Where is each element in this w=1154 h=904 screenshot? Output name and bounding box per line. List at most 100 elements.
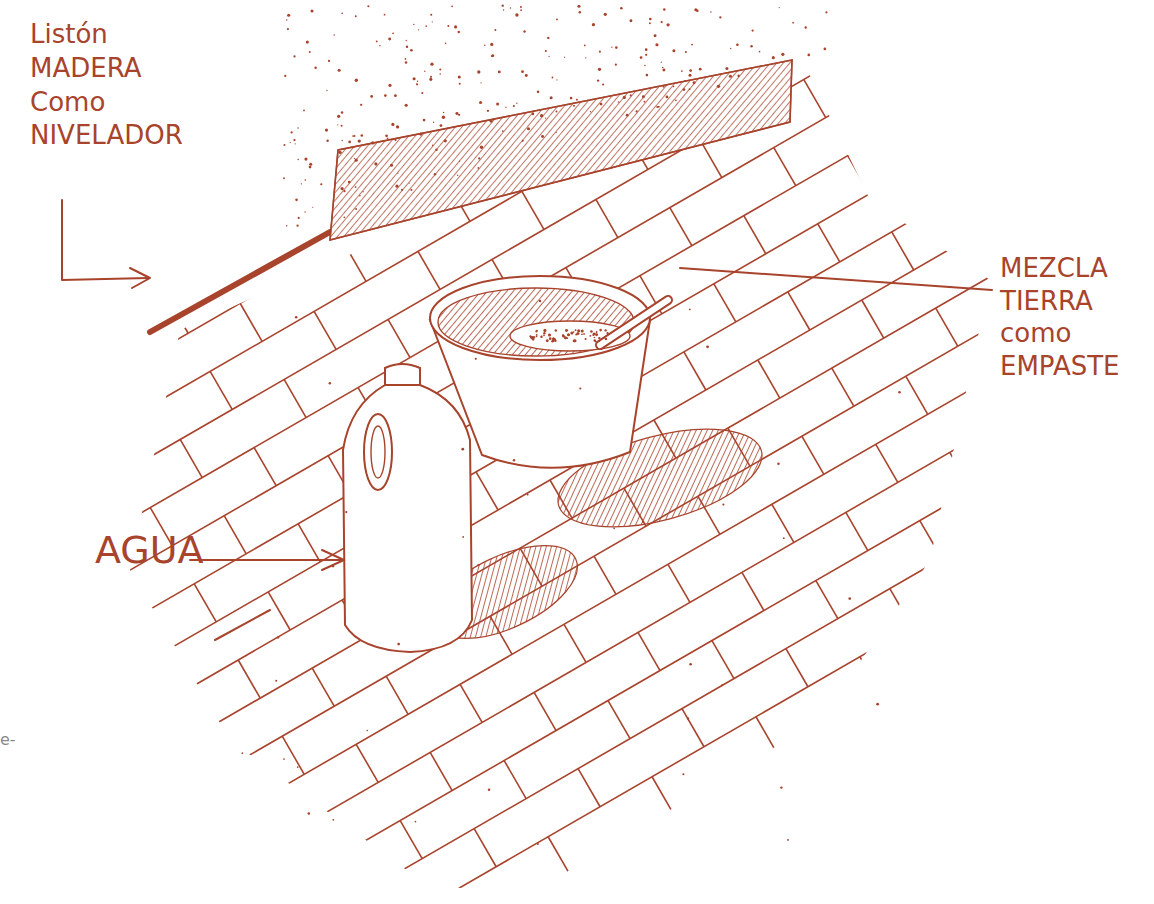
stipple-dot	[579, 387, 581, 389]
stipple-dot	[432, 145, 433, 146]
brick-joint	[256, 91, 278, 129]
stipple-dot	[699, 68, 702, 71]
brick-joint	[122, 219, 144, 257]
stipple-dot	[547, 37, 549, 39]
stipple-dot	[807, 54, 810, 57]
stipple-dot	[445, 43, 447, 45]
brick-joint	[178, 796, 200, 834]
stipple-dot	[666, 96, 669, 99]
brick-joint	[1142, 545, 1154, 583]
stipple-dot	[644, 101, 646, 103]
stipple-dot	[640, 56, 643, 59]
stipple-dot	[459, 83, 461, 85]
brick-joint	[0, 0, 1131, 536]
brick-joint	[1026, 104, 1048, 142]
stipple-dot	[461, 448, 464, 451]
stipple-dot	[397, 643, 400, 646]
stipple-dot	[593, 332, 596, 335]
stipple-dot	[537, 843, 539, 845]
stipple-dot	[689, 69, 692, 72]
stipple-dot	[599, 329, 602, 332]
brick-joint	[804, 79, 826, 117]
stipple-dot	[515, 13, 518, 16]
stipple-dot	[387, 138, 389, 140]
stipple-dot	[297, 127, 298, 128]
stipple-dot	[332, 819, 334, 821]
stipple-dot	[348, 181, 351, 184]
brick-joint	[548, 837, 570, 875]
water-jug	[343, 364, 472, 652]
brick-joint	[934, 665, 956, 703]
stipple-dot	[413, 77, 416, 80]
stipple-dot	[361, 134, 364, 137]
stipple-dot	[620, 7, 623, 10]
stipple-dot	[530, 337, 532, 339]
brick-joint	[1130, 44, 1152, 82]
stipple-dot	[455, 112, 458, 115]
brick-joint	[564, 624, 586, 662]
stipple-dot	[394, 94, 397, 97]
stipple-dot	[576, 332, 579, 335]
brick-joint	[996, 172, 1018, 210]
stipple-dot	[423, 119, 426, 122]
brick-joint	[860, 657, 882, 695]
stipple-dot	[429, 78, 432, 81]
brick-joint	[298, 524, 320, 562]
stipple-dot	[592, 23, 595, 26]
brick-joint	[770, 861, 792, 899]
brick-joint	[74, 856, 96, 894]
brick-joint	[0, 0, 1154, 688]
stipple-dot	[642, 95, 645, 98]
brick-joint	[596, 199, 618, 237]
stipple-dot	[545, 118, 546, 119]
stipple-dot	[338, 69, 341, 72]
stipple-dot	[684, 80, 685, 81]
stipple-dot	[689, 74, 692, 77]
stipple-dot	[287, 28, 289, 30]
brick-joint	[682, 709, 704, 747]
mixture-label: MEZCLA TIERRA como EMPASTE	[1000, 252, 1119, 382]
stipple-dot	[341, 140, 342, 141]
brick-joint	[788, 292, 810, 330]
stipple-dot	[552, 77, 554, 79]
brick-joint	[774, 148, 796, 186]
stipple-dot	[581, 329, 584, 332]
stipple-dot	[457, 175, 458, 176]
brick-joint	[212, 15, 234, 53]
brick-joint	[356, 744, 378, 782]
stipple-dot	[564, 57, 565, 58]
stipple-dot	[295, 143, 296, 144]
stipple-dot	[805, 26, 807, 28]
stipple-dot	[525, 74, 528, 77]
stipple-dot	[417, 80, 418, 81]
stipple-dot	[326, 90, 327, 91]
stipple-dot	[672, 49, 675, 52]
brick-joint	[238, 660, 260, 698]
stipple-dot	[691, 44, 693, 46]
stipple-dot	[551, 341, 553, 343]
stipple-dot	[548, 333, 551, 336]
stipple-dot	[340, 187, 343, 190]
stipple-dot	[598, 68, 601, 71]
stipple-dot	[596, 331, 598, 333]
stipple-dot	[290, 142, 291, 143]
stipple-dot	[392, 33, 394, 35]
stipple-dot	[343, 190, 345, 192]
stipple-dot	[275, 680, 277, 682]
brick-joint	[296, 881, 318, 904]
stipple-dot	[772, 56, 775, 59]
stipple-dot	[306, 41, 309, 44]
stipple-dot	[655, 43, 658, 46]
stipple-dot	[360, 104, 362, 106]
stipple-dot	[577, 5, 580, 8]
stipple-dot	[722, 504, 724, 506]
brick-joint	[522, 191, 544, 229]
brick-joint	[534, 692, 556, 730]
brick-joint	[758, 360, 780, 398]
stipple-dot	[615, 64, 617, 66]
brick-joint	[952, 96, 974, 134]
stipple-dot	[405, 61, 407, 63]
stipple-dot	[599, 51, 601, 53]
brick-joint	[240, 303, 262, 341]
